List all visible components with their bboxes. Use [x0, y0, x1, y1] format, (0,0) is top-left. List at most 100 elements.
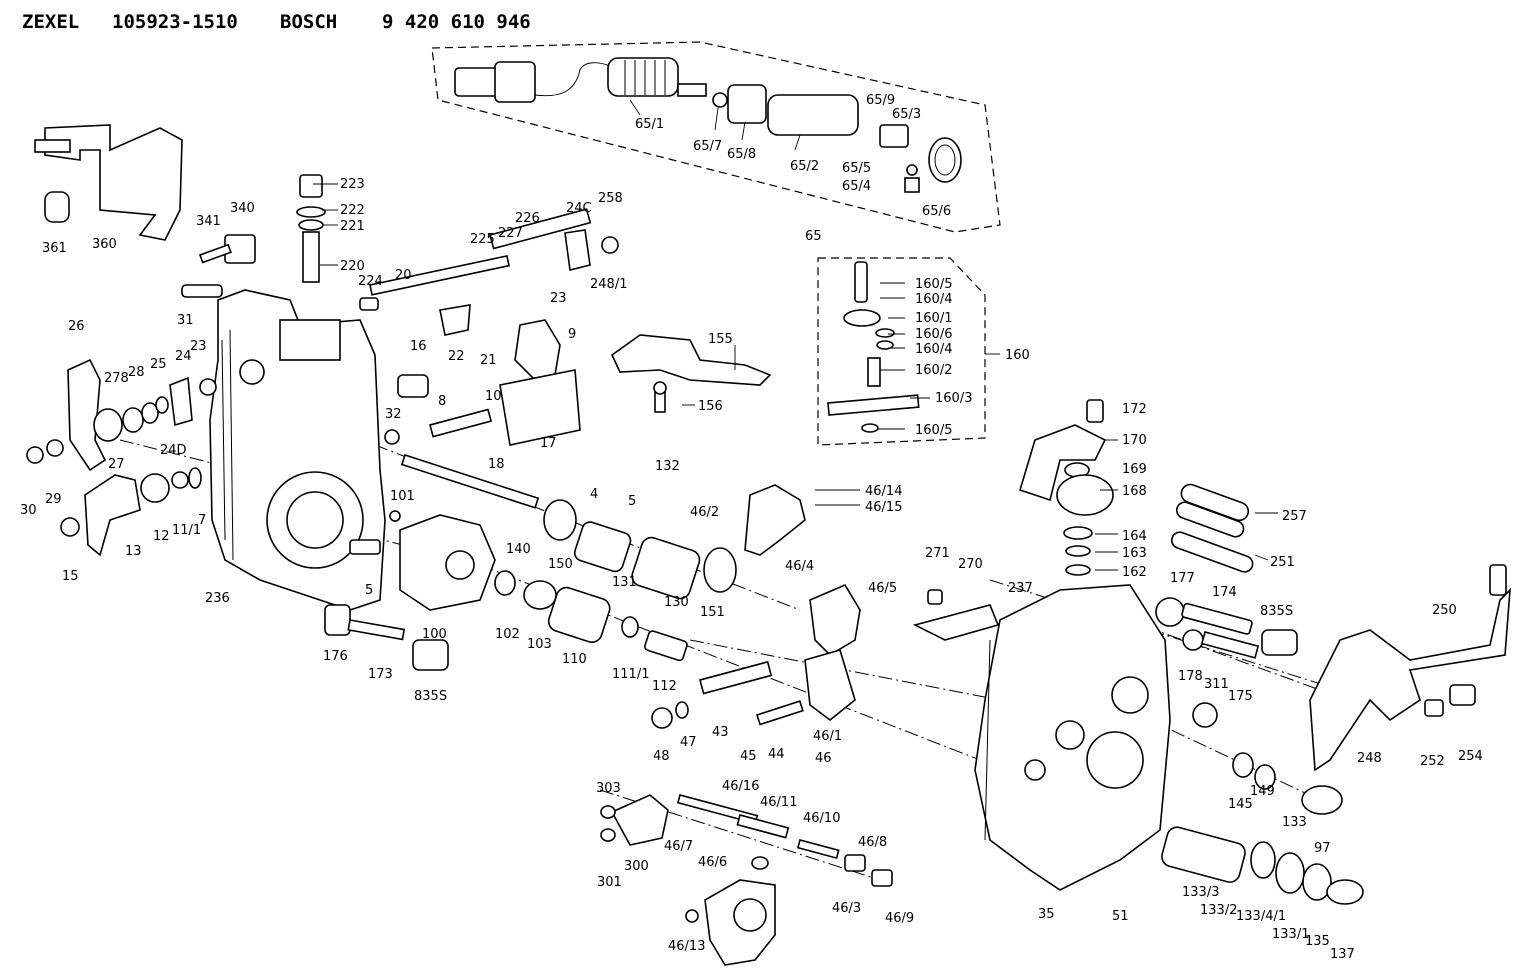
pump-housing-rear [974, 584, 1171, 891]
callout-103: 103 [527, 637, 552, 652]
part-250-bracket [1309, 564, 1511, 772]
callout-101: 101 [390, 489, 415, 504]
callout-8: 8 [438, 394, 446, 409]
callout-65-4: 65/4 [842, 179, 871, 194]
group-box-160 [817, 257, 986, 446]
part-number-zexel: 105923-1510 [112, 11, 238, 33]
callout-150: 150 [548, 557, 573, 572]
callout-227: 227 [498, 226, 523, 241]
callout-133-4-1: 133/4/1 [1236, 909, 1286, 924]
callout-160-4-top: 160/4 [915, 292, 952, 307]
callout-46-9: 46/9 [885, 911, 914, 926]
part-300-bracket-group [600, 794, 893, 966]
leader-lines [313, 99, 1278, 571]
callout-97: 97 [1314, 841, 1331, 856]
callout-46-7: 46/7 [664, 839, 693, 854]
callout-4: 4 [590, 487, 598, 502]
part-251-springs [1170, 483, 1254, 573]
callout-102: 102 [495, 627, 520, 642]
callout-133-1: 133/1 [1272, 927, 1309, 942]
part-100-flyweight [399, 514, 496, 611]
callout-46-13: 46/13 [668, 939, 705, 954]
callout-65-5: 65/5 [842, 161, 871, 176]
callout-10: 10 [485, 389, 502, 404]
callout-311: 311 [1204, 677, 1229, 692]
callout-48: 48 [653, 749, 670, 764]
part-65-solenoid-group [454, 57, 962, 193]
callout-164: 164 [1122, 529, 1147, 544]
part-155-bracket [610, 334, 772, 413]
callout-160-3: 160/3 [935, 391, 972, 406]
callout-46-6: 46/6 [698, 855, 727, 870]
brand-zexel: ZEXEL [22, 11, 79, 33]
callout-270: 270 [958, 557, 983, 572]
bracket-360-group [34, 124, 183, 241]
part-46-lever [651, 484, 861, 729]
callout-25: 25 [150, 357, 167, 372]
callout-65: 65 [805, 229, 822, 244]
callout-46-11: 46/11 [760, 795, 797, 810]
callout-248-1: 248/1 [590, 277, 627, 292]
callout-111-1: 111/1 [612, 667, 649, 682]
part-170-plate [1019, 399, 1114, 576]
callout-221: 221 [340, 219, 365, 234]
callout-300: 300 [624, 859, 649, 874]
brand-bosch: BOSCH [280, 11, 337, 33]
callout-112: 112 [652, 679, 677, 694]
callout-149: 149 [1250, 784, 1275, 799]
part-160-stack [827, 261, 920, 433]
callout-835s-left: 835S [414, 689, 447, 704]
callout-341: 341 [196, 214, 221, 229]
callout-133: 133 [1282, 815, 1307, 830]
callout-133-3: 133/3 [1182, 885, 1219, 900]
callout-110: 110 [562, 652, 587, 667]
callout-361: 361 [42, 241, 67, 256]
callout-18: 18 [488, 457, 505, 472]
part-174-bolt [1155, 597, 1298, 728]
callout-24c: 24C [566, 201, 592, 216]
callout-160: 160 [1005, 348, 1030, 363]
callout-140: 140 [506, 542, 531, 557]
callout-173: 173 [368, 667, 393, 682]
callout-65-9: 65/9 [866, 93, 895, 108]
callout-835s-right: 835S [1260, 604, 1293, 619]
callout-47: 47 [680, 735, 697, 750]
callout-170: 170 [1122, 433, 1147, 448]
callout-226: 226 [515, 211, 540, 226]
callout-155: 155 [708, 332, 733, 347]
callout-100: 100 [422, 627, 447, 642]
callout-20: 20 [395, 268, 412, 283]
pump-housing-front [181, 174, 386, 611]
callout-250: 250 [1432, 603, 1457, 618]
callout-22: 22 [448, 349, 465, 364]
callout-44: 44 [768, 747, 785, 762]
callout-46: 46 [815, 751, 832, 766]
callout-251: 251 [1270, 555, 1295, 570]
callout-46-2: 46/2 [690, 505, 719, 520]
callout-132: 132 [655, 459, 680, 474]
callout-168: 168 [1122, 484, 1147, 499]
part-145-97-washers [1232, 752, 1343, 815]
callout-46-8: 46/8 [858, 835, 887, 850]
callout-360: 360 [92, 237, 117, 252]
callout-7: 7 [198, 513, 206, 528]
callout-174: 174 [1212, 585, 1237, 600]
callout-257: 257 [1282, 509, 1307, 524]
callout-130: 130 [664, 595, 689, 610]
callout-46-10: 46/10 [803, 811, 840, 826]
callout-46-16: 46/16 [722, 779, 759, 794]
callout-131: 131 [612, 575, 637, 590]
callout-23-top: 23 [550, 291, 567, 306]
callout-220: 220 [340, 259, 365, 274]
callout-223: 223 [340, 177, 365, 192]
callout-160-5-top: 160/5 [915, 277, 952, 292]
callout-26: 26 [68, 319, 85, 334]
callout-340: 340 [230, 201, 255, 216]
group-box-65 [431, 41, 1001, 233]
part-number-bosch: 9 420 610 946 [382, 11, 531, 33]
callout-15: 15 [62, 569, 79, 584]
callout-46-14: 46/14 [865, 484, 902, 499]
callout-65-2: 65/2 [790, 159, 819, 174]
callout-163: 163 [1122, 546, 1147, 561]
callout-137: 137 [1330, 947, 1355, 962]
